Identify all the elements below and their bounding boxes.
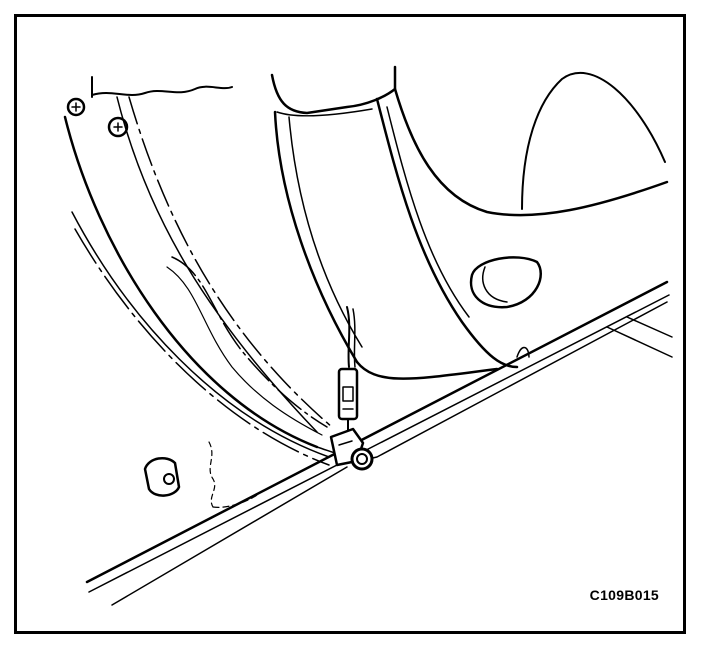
inner-fender-left [273, 110, 359, 364]
wire-lead [346, 306, 351, 368]
screw-icon [66, 97, 86, 117]
lower-squiggle-2 [212, 494, 258, 508]
arch-curve-4 [71, 211, 330, 458]
inner-fender-right-2 [386, 106, 470, 318]
inner-fender-right [375, 97, 519, 369]
right-arch [393, 87, 669, 217]
right-arch-inner [521, 72, 666, 210]
wire-lead-2 [352, 308, 356, 368]
inner-fender-top-2 [276, 108, 373, 117]
rubber-bumper [143, 456, 181, 497]
figure-code: C109B015 [589, 587, 659, 603]
arch-curve-3 [128, 96, 333, 428]
inner-fender-bottom [355, 360, 499, 380]
access-hole [469, 256, 542, 309]
screw-icon [107, 116, 129, 138]
inner-fender-top [270, 65, 397, 115]
connector [337, 367, 359, 421]
wheelhouse-illustration [63, 65, 673, 606]
sill-line-2 [88, 294, 670, 593]
lower-squiggle [208, 441, 216, 508]
sill-right-panel [606, 316, 673, 358]
arch-inner-swirl-2 [166, 266, 323, 436]
figure-frame: C109B015 [14, 14, 686, 634]
arch-curve-2 [116, 96, 318, 433]
inner-fender-left-2 [288, 116, 363, 348]
sill-tab [516, 346, 530, 358]
upper-panel-edge [91, 85, 233, 96]
arch-outer-curve [63, 115, 319, 449]
sill-line-3 [111, 466, 348, 606]
sensor [329, 427, 374, 471]
arch-curve-5 [74, 228, 330, 466]
sill-line-1 [85, 280, 669, 584]
